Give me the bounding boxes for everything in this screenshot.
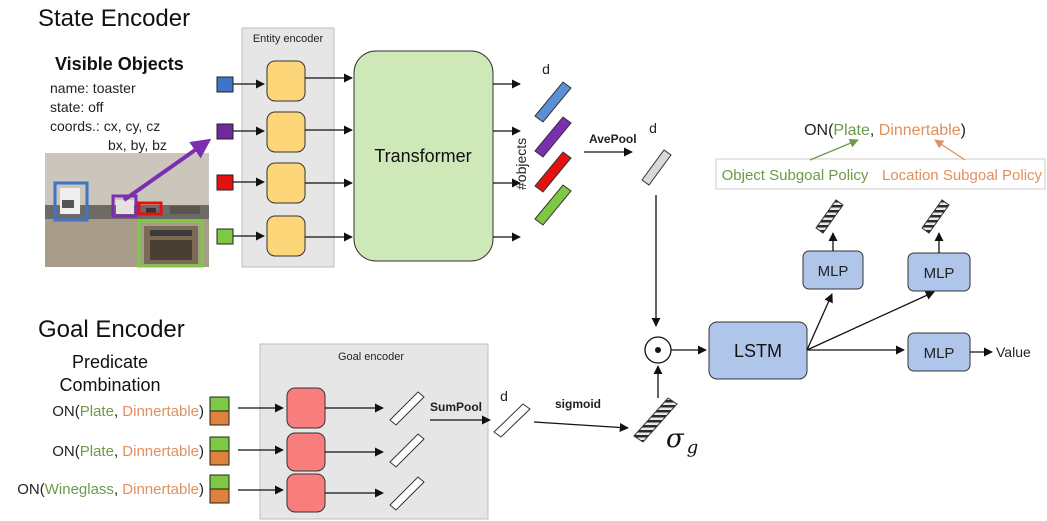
goal-encoder-block-1 xyxy=(286,387,326,429)
entity-encoder-block-3 xyxy=(266,162,306,204)
object-token-blue xyxy=(216,76,234,93)
goal-encoder-title: Goal Encoder xyxy=(38,316,185,343)
goal-pooled-vector xyxy=(493,403,531,438)
selection-arrow xyxy=(122,138,212,202)
goal-subtitle-line-2: Combination xyxy=(59,375,160,395)
num-objects-label: #objects xyxy=(513,138,529,190)
object-token-green xyxy=(216,228,234,245)
goal-predicate-2: ON(Plate, Dinnertable) xyxy=(52,443,204,460)
value-label: Value xyxy=(996,344,1031,360)
goal-predicate-1: ON(Plate, Dinnertable) xyxy=(52,403,204,420)
entity-encoder-block-4 xyxy=(266,215,306,257)
goal-subtitle-line-1: Predicate xyxy=(72,352,148,372)
value-mlp-label: MLP xyxy=(924,345,955,362)
sumpool-label: SumPool xyxy=(430,400,482,414)
predicate-embedding-3 xyxy=(389,476,425,511)
elementwise-product-dot xyxy=(655,347,661,353)
subgoal-policy-box xyxy=(715,158,1046,190)
object-mlp-label: MLP xyxy=(818,263,849,280)
attr-name: name: toaster xyxy=(50,80,136,96)
goal-encoder-block-2 xyxy=(286,432,326,472)
transformer-label: Transformer xyxy=(374,146,471,166)
location-policy-arrow xyxy=(934,139,966,161)
output-predicate: ON(Plate, Dinnertable) xyxy=(804,122,966,139)
embedding-green xyxy=(534,184,572,226)
location-policy-label: Location Subgoal Policy xyxy=(882,167,1043,184)
goal-encoder-block-3 xyxy=(286,473,326,513)
entity-encoder-block-2 xyxy=(266,111,306,153)
attr-state: state: off xyxy=(50,99,104,115)
predicate-token-2 xyxy=(209,436,230,466)
object-policy-arrow xyxy=(809,138,859,161)
embedding-purple xyxy=(534,116,572,158)
entity-encoder-label: Entity encoder xyxy=(253,33,324,45)
goal-encoder-label: Goal encoder xyxy=(338,351,404,363)
embedding-blue xyxy=(534,81,572,123)
transformer-block xyxy=(353,50,494,262)
predicate-embedding-2 xyxy=(389,433,425,468)
state-encoder-title: State Encoder xyxy=(38,5,190,32)
predicate-embedding-1 xyxy=(389,391,425,426)
visible-objects-title: Visible Objects xyxy=(55,54,184,74)
goal-gate-vector xyxy=(633,397,678,443)
pooled-state-vector xyxy=(641,149,672,186)
predicate-token-3 xyxy=(209,474,230,504)
pooled-dim-label: d xyxy=(649,120,657,136)
entity-encoder-block-1 xyxy=(266,60,306,102)
embedding-red xyxy=(534,151,572,193)
goal-encoder-panel xyxy=(259,343,489,520)
sigmoid-label: sigmoid xyxy=(555,397,601,411)
embedding-dim-label: d xyxy=(542,61,550,77)
kitchen-scene-image xyxy=(45,153,209,268)
location-mlp-label: MLP xyxy=(924,265,955,282)
attr-coords: coords.: cx, cy, cz xyxy=(50,118,160,134)
object-token-purple xyxy=(216,123,234,140)
lstm-label: LSTM xyxy=(734,341,782,361)
goal-predicate-3: ON(Wineglass, Dinnertable) xyxy=(17,481,204,498)
object-policy-label: Object Subgoal Policy xyxy=(722,167,869,184)
avepool-label: AvePool xyxy=(589,132,637,146)
attr-bbox: bx, by, bz xyxy=(108,137,167,153)
goal-pooled-dim-label: d xyxy=(500,388,508,404)
object-logits-vector xyxy=(815,199,844,234)
location-logits-vector xyxy=(921,199,950,234)
predicate-token-1 xyxy=(209,396,230,426)
object-token-red xyxy=(216,174,234,191)
